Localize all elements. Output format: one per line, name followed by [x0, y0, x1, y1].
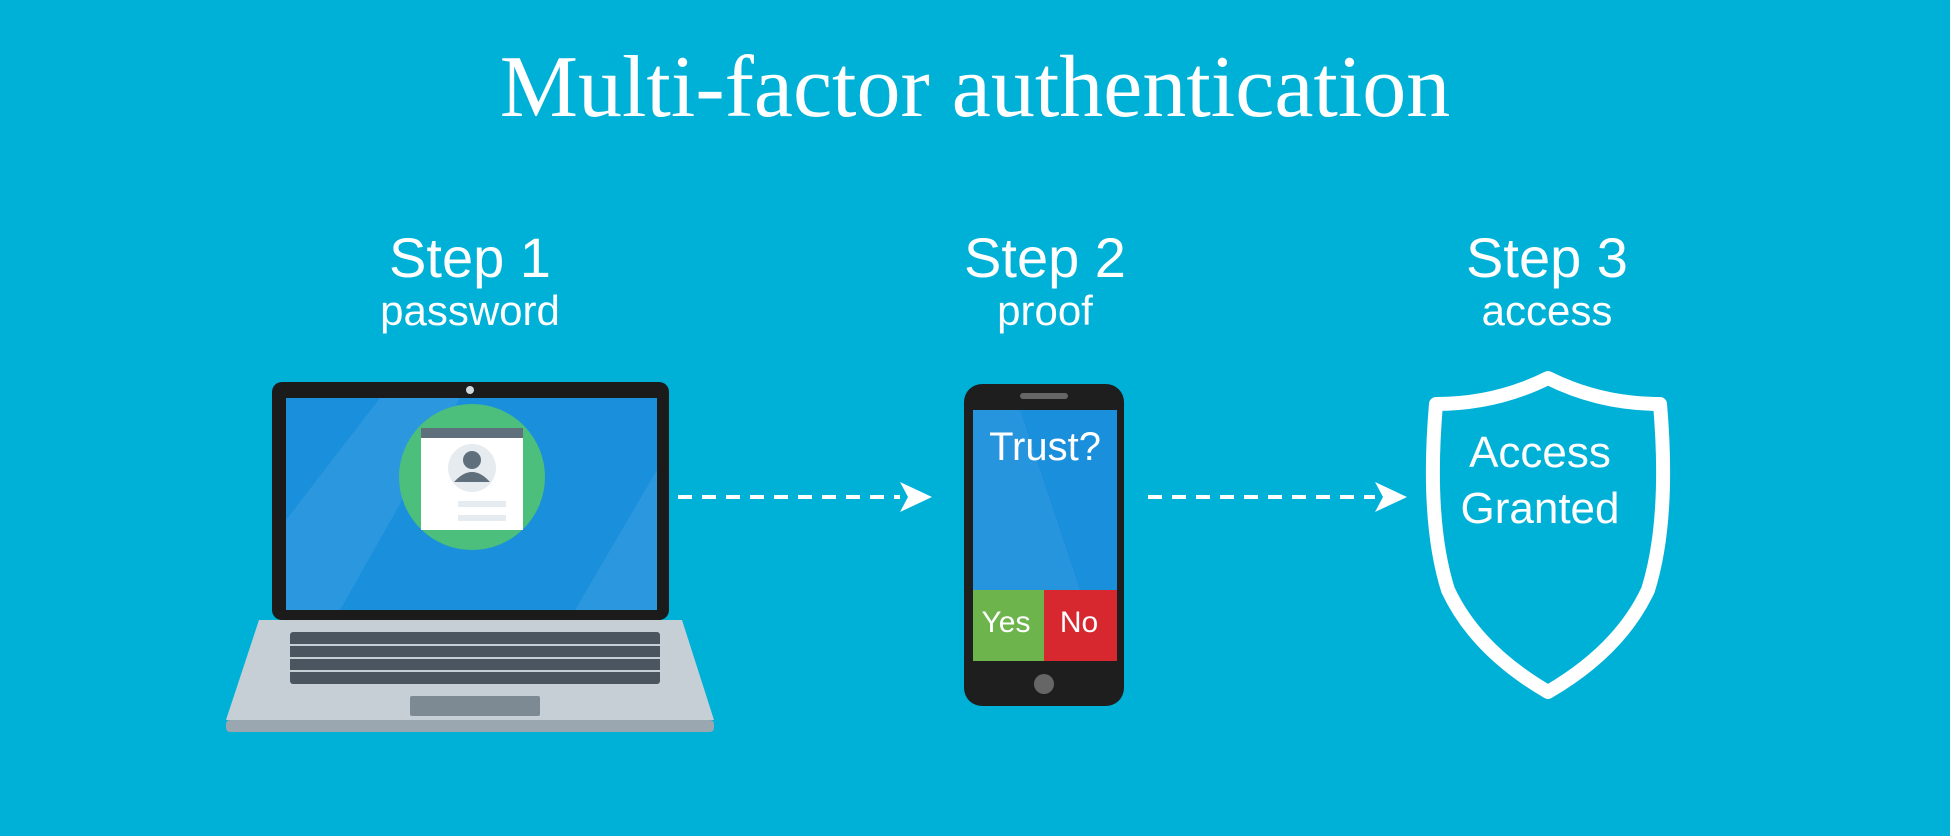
step-3-number: Step 3 [1466, 226, 1628, 289]
arrow-right-icon [678, 482, 932, 512]
smartphone-icon [964, 384, 1124, 706]
step-2-number: Step 2 [964, 226, 1126, 289]
step-3-heading: Step 3 access [1387, 228, 1707, 334]
step-3-label: access [1481, 287, 1613, 334]
home-button [1034, 674, 1054, 694]
step-2-label: proof [997, 287, 1093, 334]
user-icon [463, 451, 481, 469]
step-1-number: Step 1 [389, 226, 551, 289]
step-1-heading: Step 1 password [310, 228, 630, 334]
access-granted-text: Access Granted [1420, 425, 1660, 537]
trackpad [410, 696, 540, 716]
arrow-right-icon [1148, 482, 1407, 512]
laptop-icon [226, 382, 714, 732]
yes-button-bg [973, 590, 1044, 661]
phone-question: Trust? [989, 425, 1101, 469]
diagram-title: Multi-factor authentication [499, 39, 1451, 136]
yes-button[interactable]: Yes [981, 606, 1031, 639]
access-line-2: Granted [1460, 484, 1620, 533]
step-1-label: password [380, 287, 560, 334]
access-line-1: Access [1469, 428, 1611, 477]
step-2-heading: Step 2 proof [885, 228, 1205, 334]
no-button-bg [1044, 590, 1117, 661]
no-button[interactable]: No [1059, 606, 1099, 639]
shield-icon [1425, 371, 1671, 699]
